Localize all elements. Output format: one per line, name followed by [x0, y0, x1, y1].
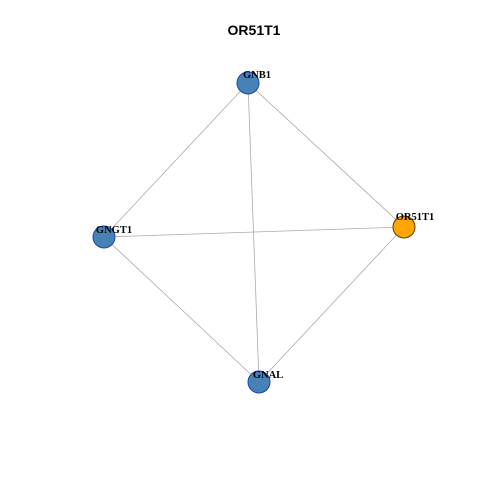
node-label: GNAL	[253, 370, 283, 381]
edges-layer	[103, 82, 405, 383]
edge-gngt1-gnal	[103, 236, 260, 383]
node-gnal[interactable]: GNAL	[247, 370, 283, 394]
node-circle[interactable]	[247, 370, 271, 394]
edge-or51t1-gnal	[258, 226, 405, 383]
node-circle[interactable]	[92, 225, 116, 249]
node-or51t1[interactable]: OR51T1	[392, 212, 435, 239]
node-circle[interactable]	[236, 71, 260, 95]
edge-gnb1-gnal	[247, 82, 260, 383]
graph-title: OR51T1	[228, 22, 281, 38]
node-label: GNB1	[243, 70, 271, 81]
node-circle[interactable]	[392, 215, 416, 239]
node-label: OR51T1	[396, 212, 435, 223]
edge-gnb1-or51t1	[247, 82, 405, 228]
node-gngt1[interactable]: GNGT1	[92, 225, 132, 249]
node-gnb1[interactable]: GNB1	[236, 70, 271, 95]
edge-gngt1-or51t1	[103, 226, 405, 238]
edge-gnb1-gngt1	[103, 82, 249, 238]
node-label: GNGT1	[96, 225, 132, 236]
